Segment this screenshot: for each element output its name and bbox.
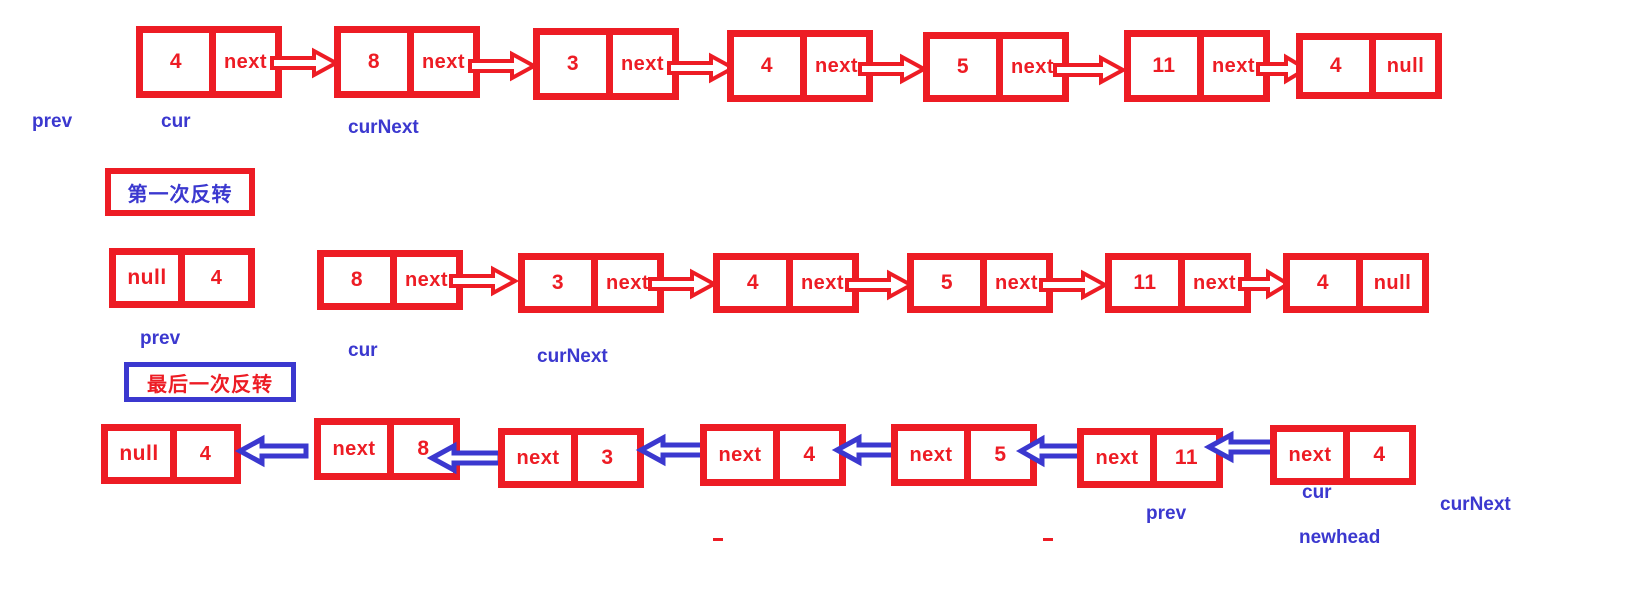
pointer-label-cur: cur [1302,482,1332,503]
node-value: 4 [720,260,786,306]
list-node: 4 next [136,26,282,98]
next-arrow [1053,54,1128,86]
node-prev-null: null [116,255,178,301]
node-value: 4 [178,255,248,301]
node-value: 8 [341,33,407,91]
next-arrow [449,265,520,297]
node-value: 4 [773,431,839,479]
list-node: 4 null [1296,33,1442,99]
node-next: next [1084,435,1150,481]
node-next: next [786,260,852,306]
node-value: 4 [1290,260,1356,306]
node-value: 4 [1303,40,1369,92]
prev-arrow [426,441,503,475]
list-node: 5 next [907,253,1053,313]
node-value: 8 [324,257,390,303]
pointer-label-cur: cur [161,111,191,132]
list-node: next 4 [1270,425,1416,485]
list-node: null 4 [109,248,255,308]
list-node: null 4 [101,424,241,484]
next-arrow [1238,268,1292,300]
prev-arrow [1015,434,1087,468]
stray-tick [1043,538,1053,541]
node-next: next [1197,37,1263,95]
node-next: next [321,425,387,473]
list-node: 4 null [1283,253,1429,313]
node-value: 11 [1131,37,1197,95]
pointer-label-prev: prev [140,328,181,349]
pointer-label-prev: prev [1146,503,1187,524]
node-next: next [209,33,275,91]
prev-arrow [234,434,309,468]
list-node: next 5 [891,424,1037,486]
list-node: 3 next [518,253,664,313]
list-node: next 4 [700,424,846,486]
list-node: 8 next [334,26,480,98]
node-next: next [898,431,964,479]
next-arrow [468,50,539,82]
list-node: 11 next [1105,253,1251,313]
node-next: next [591,260,657,306]
node-value: 4 [170,431,234,477]
node-value: 3 [540,35,606,93]
node-next: next [996,39,1062,95]
caption-first-reverse: 第一次反转 [105,168,255,216]
node-value: 4 [734,37,800,95]
node-next: null [1356,260,1422,306]
node-next: next [1277,432,1343,478]
node-value: 5 [930,39,996,95]
node-value: 4 [143,33,209,91]
pointer-label-curnext: curNext [537,346,608,367]
next-arrow [270,47,341,79]
pointer-label-prev: prev [32,111,73,132]
list-node: 4 next [713,253,859,313]
pointer-label-curnext: curNext [348,117,419,138]
list-node: next 3 [498,428,644,488]
node-next: next [800,37,866,95]
node-value: 11 [1150,435,1216,481]
next-arrow [1039,269,1110,301]
node-value: 3 [525,260,591,306]
prev-arrow [1203,430,1280,464]
node-value: 5 [964,431,1030,479]
node-value: 3 [571,435,637,481]
node-next: next [980,260,1046,306]
list-node: 11 next [1124,30,1270,102]
next-arrow [845,269,916,301]
stray-tick [713,538,723,541]
caption-last-reverse: 最后一次反转 [124,362,296,402]
node-value: 11 [1112,260,1178,306]
next-arrow [648,268,719,300]
node-value: 4 [1343,432,1409,478]
list-node: 4 next [727,30,873,102]
pointer-label-newhead: newhead [1299,527,1381,548]
node-next: next [505,435,571,481]
list-node: 8 next [317,250,463,310]
list-node: 5 next [923,32,1069,102]
list-node: next 8 [314,418,460,480]
next-arrow [858,53,929,85]
node-next: next [390,257,456,303]
node-next: next [1178,260,1244,306]
next-arrow [667,52,738,84]
node-next: next [606,35,672,93]
node-next: next [407,33,473,91]
node-value: 5 [914,260,980,306]
list-node: 3 next [533,28,679,100]
node-next: null [1369,40,1435,92]
node-next: next [707,431,773,479]
pointer-label-cur: cur [348,340,378,361]
pointer-label-curnext: curNext [1440,494,1511,515]
node-prev-null: null [108,431,170,477]
list-node: next 11 [1077,428,1223,488]
